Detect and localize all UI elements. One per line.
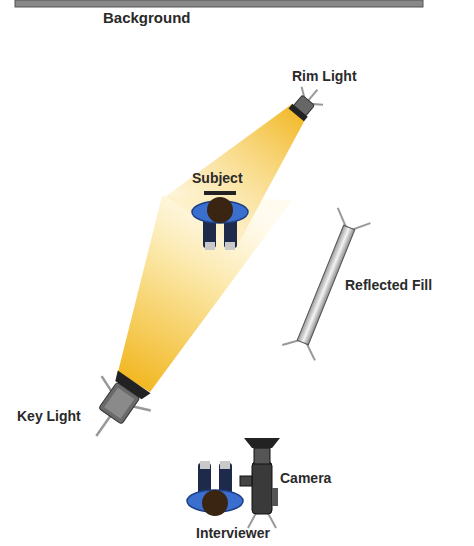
subject-label: Subject <box>192 170 243 186</box>
interviewer-label: Interviewer <box>196 525 270 541</box>
key-light <box>72 365 159 453</box>
background-bar <box>15 0 423 7</box>
background-label: Background <box>103 9 191 26</box>
camera <box>240 438 280 528</box>
reflected-fill-label: Reflected Fill <box>345 277 432 293</box>
rim-light-label: Rim Light <box>292 68 357 84</box>
key-light-label: Key Light <box>17 408 81 424</box>
interviewer-figure <box>187 461 243 516</box>
rim-light <box>285 81 328 124</box>
key-beam <box>118 196 292 392</box>
camera-label: Camera <box>280 470 331 486</box>
rim-beam <box>166 104 306 248</box>
subject-figure <box>192 191 248 250</box>
